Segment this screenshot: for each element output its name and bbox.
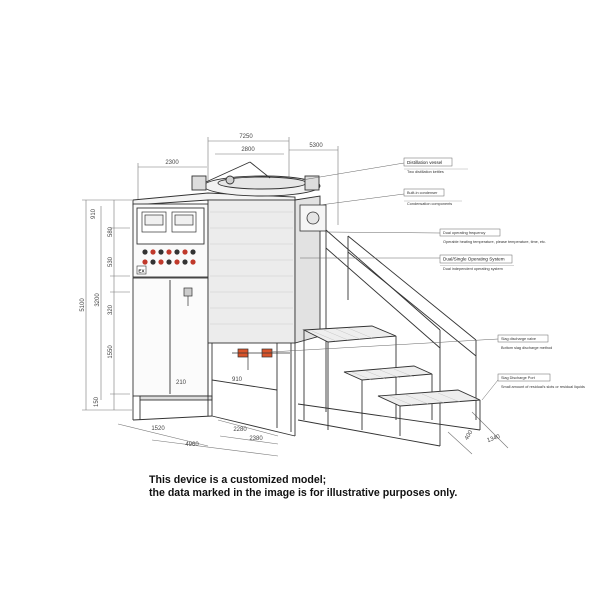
callout-label-5: Slag discharge valve Bottom slag dischar… <box>497 334 552 350</box>
callout-leaders <box>269 162 499 401</box>
svg-text:Distillation vessel: Distillation vessel <box>407 160 442 165</box>
dim-inner-910: 910 <box>232 377 243 383</box>
condenser-unit <box>299 204 327 232</box>
svg-text:Dual/Single Operating System: Dual/Single Operating System <box>443 257 505 262</box>
grating-hatch <box>311 327 461 406</box>
svg-text:Dual operating frequency: Dual operating frequency <box>443 231 486 235</box>
svg-text:Slag discharge valve: Slag discharge valve <box>501 337 536 341</box>
dim-bottom-4960: 4960 <box>185 442 199 448</box>
dim-top-total: 7250 <box>239 134 253 140</box>
svg-text:Bottom slag discharge method: Bottom slag discharge method <box>501 346 552 350</box>
svg-text:Dual independent operating sys: Dual independent operating system <box>443 267 503 271</box>
svg-text:Small amount of residual's slo: Small amount of residual's slots or resi… <box>501 385 585 389</box>
dim-left-seg-1: 910 <box>91 208 97 219</box>
dim-right-1340: 1340 <box>486 434 501 444</box>
caption-line-2: the data marked in the image is for illu… <box>149 487 458 499</box>
dim-top-right: 5300 <box>309 143 323 149</box>
caption-line-1: This device is a customized model; <box>149 474 327 486</box>
callout-label-3: Dual operating frequency Operable heatin… <box>439 228 546 244</box>
dim-left-body: 3200 <box>95 293 101 307</box>
dim-left-seg-4: 320 <box>108 304 114 315</box>
dimension-labels: 7250 2800 2300 5300 5100 3200 910 580 53… <box>80 134 502 448</box>
metal-texture <box>210 211 293 325</box>
dim-left-seg-5: 1550 <box>108 345 114 359</box>
dim-bottom-2280: 2280 <box>233 427 247 433</box>
ex-badge: EX <box>138 269 145 274</box>
distillation-vessel-lid <box>191 161 321 197</box>
svg-text:Slag Discharge Port: Slag Discharge Port <box>501 376 536 380</box>
door-lock <box>183 287 193 306</box>
machine-body <box>132 192 321 437</box>
callout-label-2: Built-in condenser Condensation componen… <box>403 188 462 206</box>
dim-left-seg-2: 580 <box>108 226 114 237</box>
callout-label-6: Slag Discharge Port Small amount of resi… <box>497 373 585 389</box>
dim-top-mid: 2800 <box>241 147 255 153</box>
dim-left-total: 5100 <box>80 298 86 312</box>
dim-left-seg-6: 150 <box>94 396 100 407</box>
dim-top-left: 2300 <box>165 160 179 166</box>
dim-bottom-2380: 2380 <box>249 436 263 442</box>
dim-inner-210: 210 <box>176 380 187 386</box>
svg-text:Two distillation kettles: Two distillation kettles <box>407 170 444 174</box>
ex-badge-frame <box>136 265 147 275</box>
dim-left-seg-3: 530 <box>108 256 114 267</box>
svg-text:Operable heating temperature,: Operable heating temperature, please tem… <box>443 240 546 244</box>
dimension-lines <box>82 137 509 457</box>
dim-right-400: 400 <box>464 429 475 441</box>
stair-platform <box>297 229 481 447</box>
control-buttons <box>142 249 196 265</box>
svg-text:Condensation components: Condensation components <box>407 202 452 206</box>
callout-label-1: Distillation vessel Two distillation ket… <box>403 157 468 174</box>
svg-text:Built-in condenser: Built-in condenser <box>407 191 438 195</box>
panel-gauges <box>141 211 197 233</box>
callout-label-4: Dual/Single Operating System Dual indepe… <box>439 254 514 271</box>
slag-discharge-valves <box>232 348 290 370</box>
dim-bottom-1520: 1520 <box>151 426 165 432</box>
